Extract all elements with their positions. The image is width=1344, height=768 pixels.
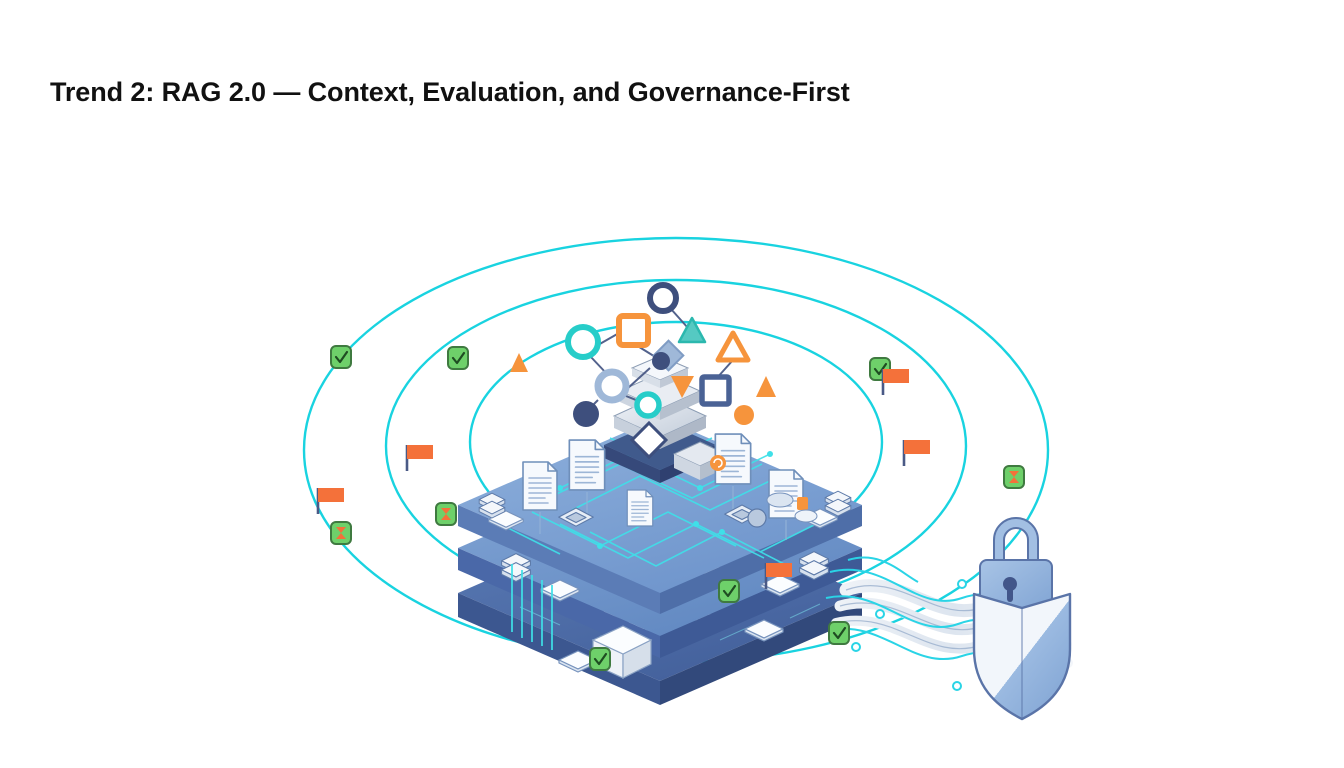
flag-marker bbox=[316, 488, 344, 514]
graph-node-triangle-fill bbox=[677, 316, 707, 344]
document-stem bbox=[539, 486, 787, 540]
flag-marker bbox=[405, 445, 433, 471]
flag-marker bbox=[902, 440, 930, 466]
graph-node-circle-outline bbox=[565, 324, 601, 360]
graph-node-circle-outline bbox=[594, 368, 630, 404]
hourglass-badge bbox=[1003, 465, 1025, 489]
orbit-flags bbox=[316, 369, 930, 589]
graph-node-triangle-fill bbox=[510, 353, 528, 372]
hourglass-badge bbox=[435, 502, 457, 526]
graph-node-square-outline bbox=[699, 374, 732, 407]
graph-node-circle-outline bbox=[647, 282, 679, 314]
graph-node-square-outline bbox=[616, 313, 651, 348]
graph-node-triangle-down-fill bbox=[671, 376, 694, 398]
check-badge bbox=[447, 346, 469, 370]
page-title: Trend 2: RAG 2.0 — Context, Evaluation, … bbox=[50, 77, 850, 107]
data-drop-lines bbox=[511, 564, 553, 650]
flag-marker bbox=[764, 563, 792, 589]
graph-node-circle-fill bbox=[734, 405, 754, 425]
check-badge bbox=[828, 621, 850, 645]
security-group bbox=[972, 517, 1072, 721]
document-icon bbox=[522, 461, 558, 511]
graph-node-circle-fill bbox=[652, 352, 670, 370]
graph-node-circle-fill bbox=[573, 401, 599, 427]
check-badge bbox=[330, 345, 352, 369]
document-icon bbox=[568, 439, 606, 491]
graph-node-circle-outline bbox=[634, 391, 662, 419]
graph-node-diamond-outline bbox=[629, 420, 669, 460]
flag-marker bbox=[881, 369, 909, 395]
check-badge bbox=[589, 647, 611, 671]
orbit-hourglass-badges bbox=[330, 465, 1025, 545]
rag-governance-illustration bbox=[0, 120, 1344, 768]
check-badge bbox=[718, 579, 740, 603]
shield-icon bbox=[972, 592, 1072, 721]
graph-node-triangle-fill bbox=[756, 376, 776, 397]
isometric-data-platform bbox=[458, 355, 862, 705]
graph-node-triangle-outline bbox=[715, 330, 751, 363]
knowledge-graph bbox=[510, 282, 776, 460]
document-icon bbox=[626, 489, 654, 527]
document-badge bbox=[710, 455, 808, 510]
hourglass-badge bbox=[330, 521, 352, 545]
